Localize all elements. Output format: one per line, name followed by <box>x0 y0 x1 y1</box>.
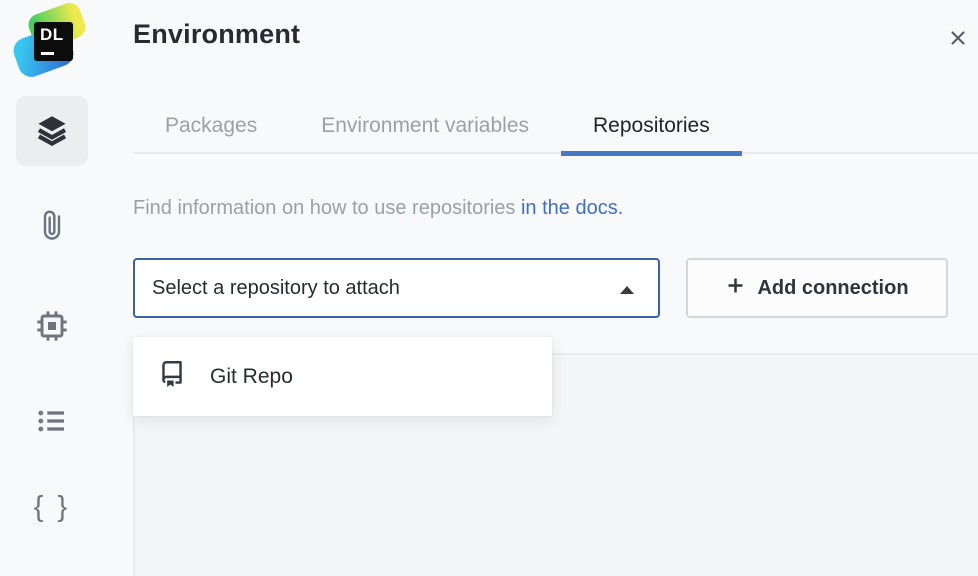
repository-select[interactable]: Select a repository to attach <box>133 258 660 318</box>
sidebar-item-environment[interactable] <box>16 96 88 166</box>
repo-book-icon <box>159 361 185 392</box>
repository-select-label: Select a repository to attach <box>152 276 400 299</box>
sidebar-item-table-of-contents[interactable] <box>16 386 88 456</box>
repository-dropdown-menu: Git Repo <box>133 337 552 416</box>
close-button[interactable] <box>944 26 972 54</box>
sidebar-item-hardware[interactable] <box>16 291 88 361</box>
sidebar-item-variables[interactable]: { } <box>16 472 88 542</box>
cpu-icon <box>36 310 68 342</box>
datalore-logo: DL <box>9 0 89 81</box>
tab-repositories[interactable]: Repositories <box>561 100 742 156</box>
tab-packages[interactable]: Packages <box>165 114 258 137</box>
list-icon <box>36 405 68 437</box>
environment-tabs: Packages Environment variables Repositor… <box>133 100 978 156</box>
chevron-up-icon <box>620 286 634 294</box>
braces-icon: { } <box>33 490 71 523</box>
info-suffix: . <box>617 197 624 219</box>
logo-text: DL <box>40 25 64 44</box>
docs-link[interactable]: in the docs <box>520 197 618 219</box>
layers-icon <box>35 114 69 148</box>
sidebar-item-attachments[interactable] <box>16 190 88 260</box>
paperclip-icon <box>38 210 66 240</box>
close-icon <box>947 27 969 54</box>
add-connection-label: Add connection <box>757 276 909 299</box>
plus-icon <box>725 275 746 301</box>
info-prefix: Find information on how to use repositor… <box>133 197 521 219</box>
menu-item-git-repo[interactable]: Git Repo <box>133 337 552 416</box>
repositories-info-text: Find information on how to use repositor… <box>133 197 623 220</box>
menu-item-label: Git Repo <box>210 364 293 388</box>
page-title: Environment <box>133 19 301 49</box>
tab-environment-variables[interactable]: Environment variables <box>321 114 529 137</box>
logo-underscore <box>41 52 54 55</box>
logo-square: DL <box>34 22 73 61</box>
add-connection-button[interactable]: Add connection <box>686 258 948 318</box>
